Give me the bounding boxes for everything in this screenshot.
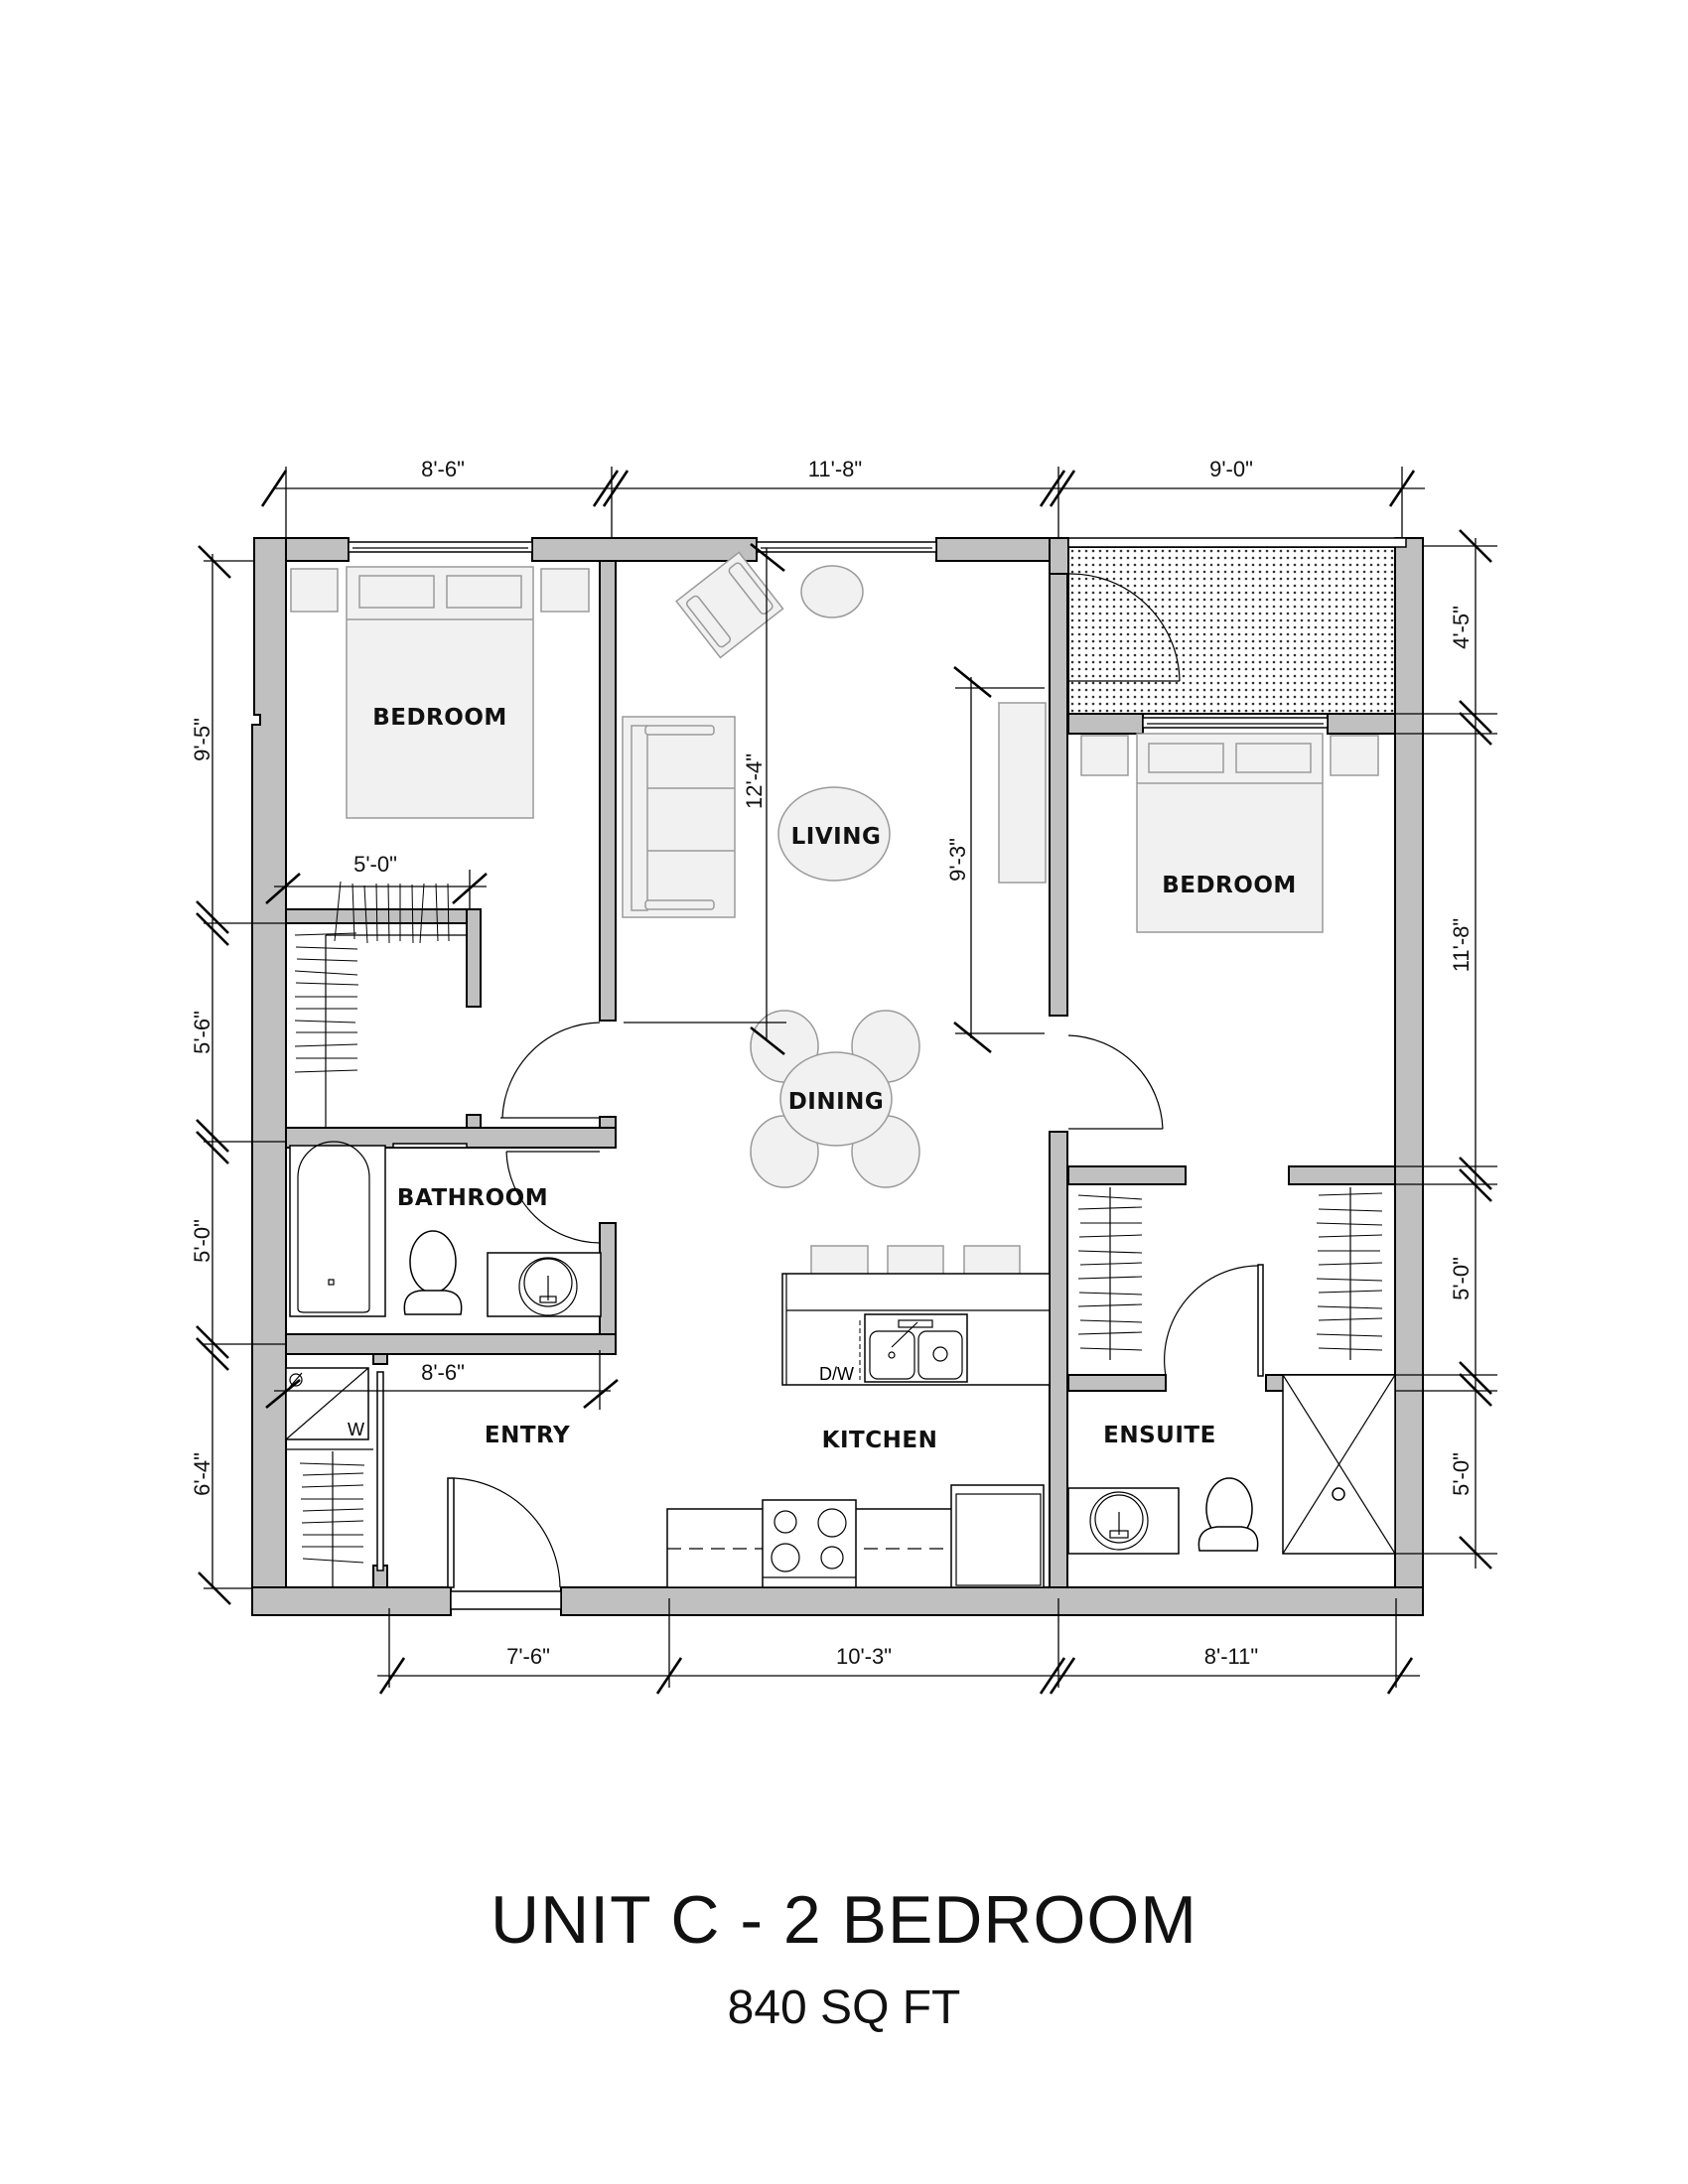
dim-entry-width: 8'-6" (421, 1360, 465, 1385)
dim-left-1: 9'-5" (190, 718, 214, 761)
dim-bottom-3: 8'-11" (1204, 1644, 1258, 1669)
dim-right-2: 11'-8" (1449, 918, 1474, 972)
kitchen: D/W KITCHEN (666, 1245, 1051, 1588)
left-walk-in-closet (294, 881, 467, 1128)
bathroom: BATHROOM (289, 1141, 602, 1317)
dim-closet-width: 5'-0" (353, 852, 397, 877)
dim-left-3: 5'-0" (190, 1219, 214, 1263)
dim-right-3: 5'-0" (1449, 1257, 1474, 1300)
dimensions: 8'-6" 11'-8" 9'-0" 7'-6" 10'-3" 8'-11" 9… (190, 457, 1497, 1695)
dim-right-1: 4'-5" (1449, 606, 1474, 649)
dim-top-2: 11'-8" (808, 457, 862, 481)
room-label-bedroom-left: BEDROOM (372, 705, 507, 731)
dim-top-3: 9'-0" (1209, 457, 1253, 481)
balcony (1067, 546, 1407, 715)
dim-living-width: 9'-3" (945, 838, 970, 882)
dim-top-1: 8'-6" (421, 457, 465, 481)
dishwasher-label: D/W (819, 1364, 854, 1384)
room-label-ensuite: ENSUITE (1103, 1423, 1216, 1448)
plan-area: 840 SQ FT (727, 1981, 961, 2034)
right-bedroom: BEDROOM (1067, 573, 1379, 1130)
walls (251, 537, 1424, 1616)
dim-left-4: 6'-4" (190, 1452, 214, 1496)
washer-label: W (348, 1420, 364, 1439)
dim-living-depth: 12'-4" (742, 753, 767, 809)
right-walk-in-closet (1077, 1187, 1383, 1377)
dim-left-2: 5'-6" (190, 1011, 214, 1054)
dim-right-4: 5'-0" (1449, 1452, 1474, 1496)
room-label-kitchen: KITCHEN (822, 1428, 938, 1453)
dim-bottom-2: 10'-3" (836, 1644, 892, 1669)
laundry-closet: W (285, 1367, 384, 1586)
room-label-living: LIVING (791, 824, 882, 850)
room-label-dining: DINING (788, 1089, 885, 1115)
ensuite: ENSUITE (1067, 1374, 1396, 1555)
room-label-bedroom-right: BEDROOM (1162, 873, 1297, 898)
room-label-entry: ENTRY (485, 1423, 570, 1448)
left-bedroom: BEDROOM (290, 566, 601, 1119)
entry: ENTRY (447, 1423, 570, 1588)
windows (348, 537, 1407, 1610)
living-area: LIVING DINING (622, 551, 1047, 1188)
plan-title: UNIT C - 2 BEDROOM (491, 1882, 1197, 1958)
dim-bottom-1: 7'-6" (506, 1644, 550, 1669)
room-label-bathroom: BATHROOM (397, 1185, 548, 1211)
